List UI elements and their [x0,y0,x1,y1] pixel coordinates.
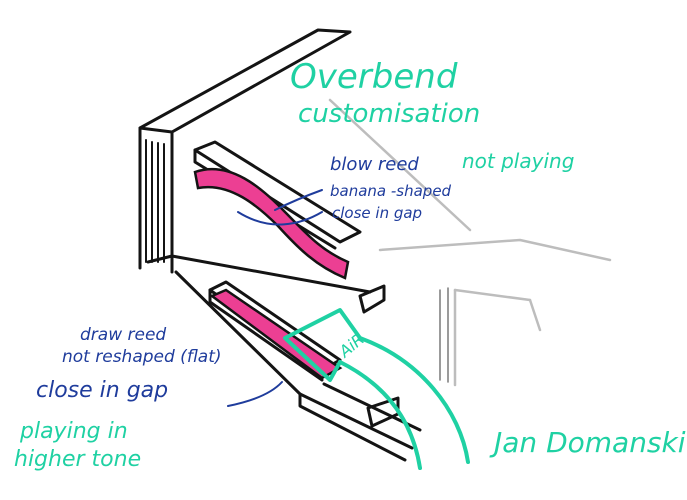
blow-reed-label: blow reed [330,154,419,175]
draw-reed-shape [209,288,343,380]
draw-reed-shape-label: not reshaped (flat) [62,347,222,367]
air-label: AiR [335,329,368,361]
signature: Jan Domanski [489,426,686,459]
air-arrow [283,308,470,470]
blow-reed-shape-label: banana -shaped [330,182,452,200]
draw-reed-label: draw reed [80,325,166,345]
blow-reed-gap-label: close in gap [332,204,422,222]
leader-lines [227,189,323,407]
title-line2: customisation [298,99,480,129]
title-line1: Overbend [290,57,458,97]
draw-reed-status-line1: playing in [19,419,128,444]
blow-reed-shape [193,167,350,280]
draw-reed-gap-label: close in gap [36,378,168,403]
blow-reed-status: not playing [462,149,574,173]
draw-reed-status-line2: higher tone [14,447,141,472]
